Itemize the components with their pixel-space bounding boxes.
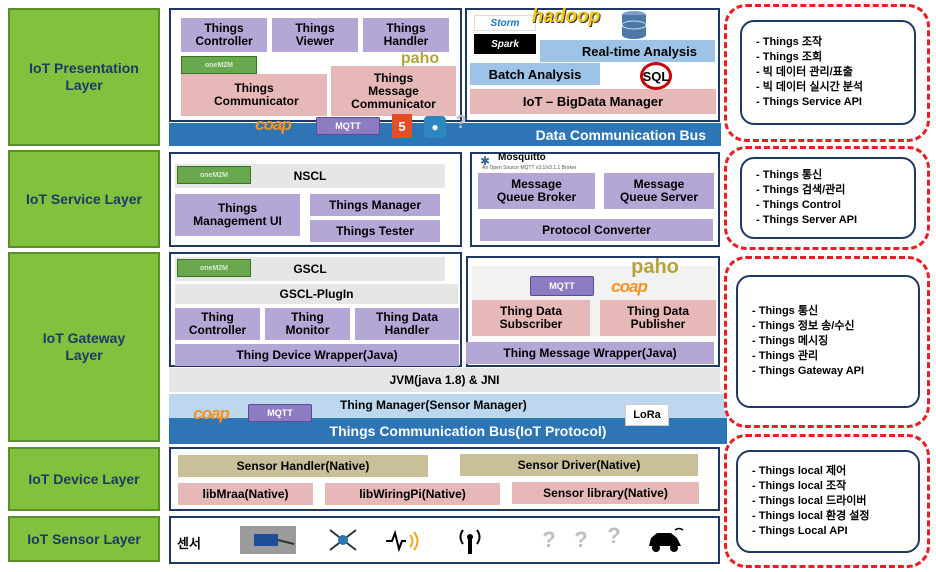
note-item: Things 메시징 xyxy=(752,334,918,349)
question-icon: ? xyxy=(455,111,467,132)
note-item: 빅 데이터 관리/표출 xyxy=(756,65,914,80)
jvm-box: JVM(java 1.8) & JNI xyxy=(169,368,720,392)
sensor-handler-box: Sensor Handler(Native) xyxy=(178,455,428,477)
sensor-label: 센서 xyxy=(177,536,201,551)
realtime-analysis-box: Real-time Analysis xyxy=(540,40,715,62)
note-item: Things local 드라이버 xyxy=(752,494,918,509)
things-tester-box: Things Tester xyxy=(310,220,440,242)
mqtt-logo-gateway: MQTT xyxy=(530,276,594,296)
storm-logo: Storm xyxy=(474,15,536,31)
paho-logo-gateway: paho xyxy=(631,255,679,278)
layer-sensor: IoT Sensor Layer xyxy=(8,516,160,562)
things-viewer-box: Things Viewer xyxy=(272,18,358,52)
note-item: Things 조작 xyxy=(756,35,914,50)
thing-manager-label: Thing Manager(Sensor Manager) xyxy=(340,398,527,412)
note-item: Things Service API xyxy=(756,95,914,110)
coap-logo-bus: coap xyxy=(193,404,230,423)
thing-controller-box: Thing Controller xyxy=(175,308,260,340)
unknown-sensor-1: ? xyxy=(542,527,556,552)
onem2m-logo-gateway: oneM2M xyxy=(177,259,251,277)
libmraa-box: libMraa(Native) xyxy=(178,483,313,505)
sensor-library-box: Sensor library(Native) xyxy=(512,482,699,504)
onem2m-logo: oneM2M xyxy=(181,56,257,74)
note-item: Things 정보 송/수신 xyxy=(752,319,918,334)
things-communicator-box: Things Communicator xyxy=(181,74,327,116)
led-sensor-image xyxy=(326,526,360,554)
layer-gateway: IoT Gateway Layer xyxy=(8,252,160,442)
batch-analysis-box: Batch Analysis xyxy=(470,63,600,85)
layer-device: IoT Device Layer xyxy=(8,447,160,511)
thing-device-wrapper-box: Thing Device Wrapper(Java) xyxy=(175,344,459,366)
note-item: Things Server API xyxy=(756,213,914,228)
sensor-driver-box: Sensor Driver(Native) xyxy=(460,454,698,476)
lora-logo: LoRa xyxy=(625,404,669,426)
spark-logo: Spark xyxy=(474,34,536,54)
note-item: Things Control xyxy=(756,198,914,213)
thing-data-handler-box: Thing Data Handler xyxy=(355,308,459,340)
car-sensor-icon xyxy=(645,524,685,554)
note-item: Things local 조작 xyxy=(752,479,918,494)
mq-server-box: Message Queue Server xyxy=(604,173,714,209)
mqtt-logo-bus: MQTT xyxy=(248,404,312,422)
note-item: Things Gateway API xyxy=(752,364,918,379)
note-item: Things local 환경 설정 xyxy=(752,509,918,524)
thing-data-subscriber-box: Thing Data Subscriber xyxy=(472,300,590,336)
protocol-converter-box: Protocol Converter xyxy=(480,219,713,241)
bigdata-manager-box: IoT – BigData Manager xyxy=(470,89,716,114)
things-management-ui-box: Things Management UI xyxy=(175,194,300,236)
libwiringpi-box: libWiringPi(Native) xyxy=(325,483,500,505)
unknown-sensor-3: ? xyxy=(607,523,621,548)
things-manager-box: Things Manager xyxy=(310,194,440,216)
thing-message-wrapper-box: Thing Message Wrapper(Java) xyxy=(466,342,714,364)
paho-logo: paho xyxy=(400,50,440,67)
note-presentation: Things 조작 Things 조회 빅 데이터 관리/표출 빅 데이터 실시… xyxy=(740,20,916,125)
note-item: Things 검색/관리 xyxy=(756,183,914,198)
gscl-plugin-box: GSCL-PlugIn xyxy=(175,284,458,304)
sensor-board-image xyxy=(240,526,296,554)
database-icon xyxy=(620,10,648,40)
unknown-sensor-2: ? xyxy=(574,527,588,552)
mosquitto-logo: ✱ Mosquitto An Open Source MQTT v3.1/v3.… xyxy=(480,152,577,171)
note-item: Things 조회 xyxy=(756,50,914,65)
mq-broker-box: Message Queue Broker xyxy=(478,173,595,209)
signal-wave-icon xyxy=(384,528,420,554)
coap-logo-gateway: coap xyxy=(611,277,648,296)
note-item: 빅 데이터 실시간 분석 xyxy=(756,80,914,95)
note-item: Things 통신 xyxy=(752,304,918,319)
html5-logo: 5 xyxy=(392,114,412,138)
hadoop-logo: hadoop xyxy=(531,6,601,27)
mosquitto-icon: ✱ xyxy=(480,154,491,168)
note-item: Things local 제어 xyxy=(752,464,918,479)
antenna-icon xyxy=(455,524,485,556)
sql-logo: SQL xyxy=(640,62,672,90)
onem2m-logo-service: oneM2M xyxy=(177,166,251,184)
thing-monitor-box: Thing Monitor xyxy=(265,308,350,340)
things-controller-box: Things Controller xyxy=(181,18,267,52)
layer-service: IoT Service Layer xyxy=(8,150,160,248)
thing-data-publisher-box: Thing Data Publisher xyxy=(600,300,716,336)
note-service: Things 통신 Things 검색/관리 Things Control Th… xyxy=(740,157,916,239)
layer-presentation: IoT Presentation Layer xyxy=(8,8,160,146)
note-gateway: Things 통신 Things 정보 송/수신 Things 메시징 Thin… xyxy=(736,275,920,408)
mqtt-logo: MQTT xyxy=(316,117,380,135)
note-item: Things Local API xyxy=(752,524,918,539)
note-item: Things 관리 xyxy=(752,349,918,364)
things-handler-box: Things Handler xyxy=(363,18,449,52)
app-icon: ● xyxy=(424,116,446,138)
note-item: Things 통신 xyxy=(756,168,914,183)
things-message-communicator-box: Things Message Communicator xyxy=(331,66,456,116)
coap-logo: coap xyxy=(255,115,292,134)
note-device: Things local 제어 Things local 조작 Things l… xyxy=(736,450,920,553)
